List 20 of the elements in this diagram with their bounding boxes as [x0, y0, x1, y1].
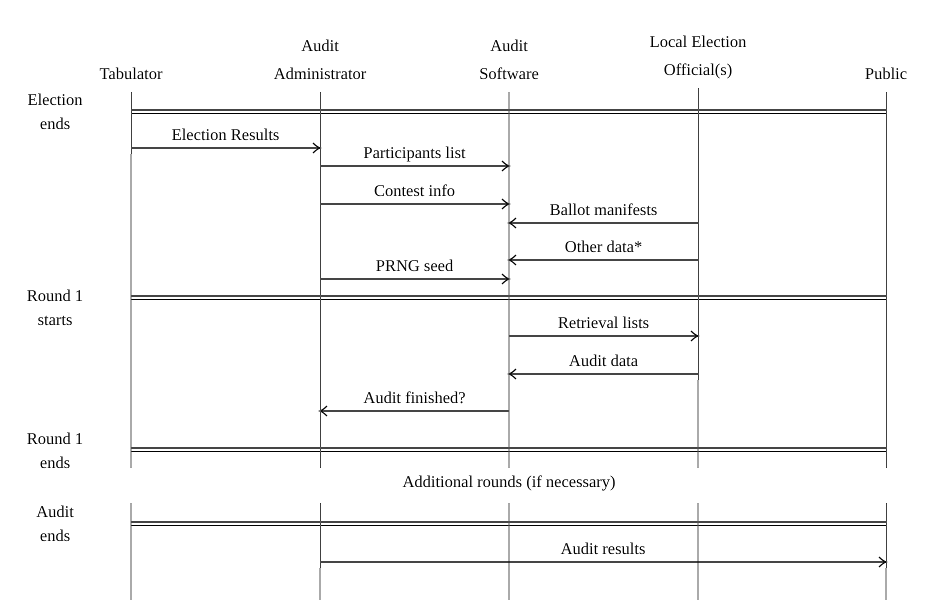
phase-label: Round 1 ends	[26, 428, 84, 474]
participant-header: Public	[864, 63, 908, 85]
message-label: Audit finished?	[363, 388, 466, 408]
participant-header: Audit Software	[478, 35, 540, 85]
message-label: Audit data	[568, 351, 638, 371]
message-label: Election Results	[172, 125, 280, 145]
message-label: PRNG seed	[376, 256, 454, 276]
message-label: Retrieval lists	[558, 313, 650, 333]
participant-header: Tabulator	[98, 63, 164, 85]
phase-label: Election ends	[26, 89, 84, 135]
participant-header: Local Election Official(s)	[648, 31, 748, 81]
message-label: Contest info	[374, 181, 456, 201]
phase-label: Round 1 starts	[26, 285, 84, 331]
phase-label: Additional rounds (if necessary)	[402, 472, 616, 492]
message-label: Participants list	[363, 143, 466, 163]
message-label: Ballot manifests	[550, 200, 658, 220]
phase-label: Audit ends	[35, 501, 75, 547]
participant-header: Audit Administrator	[272, 35, 368, 85]
message-label: Other data*	[564, 237, 642, 257]
message-label: Audit results	[560, 539, 646, 559]
